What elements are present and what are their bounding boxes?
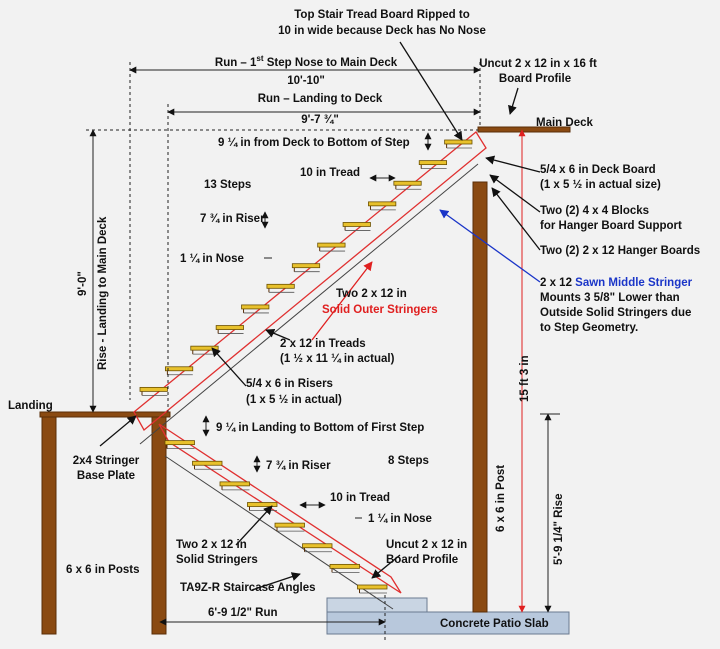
upper-tread: [444, 139, 473, 145]
label-outer-stringers-2: Solid Outer Stringers: [322, 304, 438, 316]
upper-tread: [291, 263, 321, 269]
label-blocks-1: Two (2) 4 x 4 Blocks: [540, 205, 650, 217]
label-middle-stringer-2: Mounts 3 5/8" Lower than: [540, 292, 680, 304]
label-run-bottom: 6'-9 1/2" Run: [208, 607, 278, 619]
upper-tread: [139, 386, 168, 392]
label-base-plate-1: 2x4 Stringer: [72, 455, 140, 467]
upper-tread: [317, 242, 346, 248]
lower-tread: [302, 543, 333, 549]
label-outer-stringers-1: Two 2 x 12 in: [336, 288, 407, 300]
upper-tread: [266, 283, 295, 289]
label-main-deck: Main Deck: [536, 117, 593, 129]
label-hanger-boards: Two (2) 2 x 12 Hanger Boards: [540, 245, 701, 257]
upper-tread: [393, 180, 422, 186]
label-treads-2: (1 ½ x 11 ¼ in actual): [280, 353, 395, 365]
label-staircase-angles: TA9Z-R Staircase Angles: [180, 582, 316, 594]
label-lower-rise: 5'-9 1/4" Rise: [553, 493, 565, 565]
landing-post-left: [41, 415, 57, 635]
label-uncut-bottom-2: Board Profile: [386, 554, 459, 566]
label-risers-1: 5/4 x 6 in Risers: [246, 378, 333, 390]
upper-stair-flight: [133, 131, 487, 445]
lower-tread: [164, 440, 195, 446]
label-uncut-top-2: Board Profile: [498, 73, 572, 85]
label-top-tread-1: Top Stair Tread Board Ripped to: [294, 9, 470, 21]
label-deck-board-2: (1 x 5 ½ in actual size): [540, 179, 661, 191]
label-run-landing-value: 9'-7 ¾": [301, 114, 339, 126]
label-nose-top: 1 ¼ in Nose: [180, 253, 244, 265]
label-riser-top: 7 ¾ in Riser: [200, 213, 265, 225]
label-eight-steps: 8 Steps: [388, 455, 429, 467]
label-deck-board-1: 5/4 x 6 in Deck Board: [540, 164, 656, 176]
lower-tread: [247, 502, 278, 507]
label-middle-stringer-1: 2 x 12 Sawn Middle Stringer: [540, 277, 693, 289]
label-run-nose: Run – 1st Step Nose to Main Deck: [214, 54, 398, 69]
label-run-landing: Run – Landing to Deck: [257, 93, 383, 105]
label-landing: Landing: [8, 400, 53, 412]
label-top-tread-2: 10 in wide because Deck has No Nose: [278, 25, 486, 37]
label-solid-stringers-2: Solid Stringers: [176, 554, 258, 566]
label-treads-1: 2 x 12 in Treads: [280, 338, 366, 350]
label-height-9ft: 9'-0": [77, 271, 89, 296]
label-base-plate-2: Base Plate: [76, 470, 136, 482]
upper-tread: [342, 222, 371, 227]
label-landing-to-step: 9 ¼ in Landing to Bottom of First Step: [216, 422, 425, 434]
label-post: 6 x 6 in Post: [495, 464, 507, 532]
label-thirteen-steps: 13 Steps: [204, 179, 252, 191]
landing-post-right: [151, 415, 167, 635]
upper-tread: [164, 366, 194, 372]
label-posts: 6 x 6 in Posts: [66, 564, 140, 576]
lower-tread: [274, 522, 305, 528]
lower-outer-stringer: [158, 423, 402, 594]
label-deck-to-step: 9 ¼ in from Deck to Bottom of Step: [218, 137, 410, 149]
label-concrete-slab: Concrete Patio Slab: [440, 618, 549, 630]
label-blocks-2: for Hanger Board Support: [540, 220, 682, 232]
label-nose-bottom: 1 ¼ in Nose: [368, 513, 432, 525]
label-total-height: 15 ft 3 in: [519, 355, 531, 402]
label-uncut-bottom-1: Uncut 2 x 12 in: [386, 539, 468, 551]
landing-board: [39, 411, 171, 418]
upper-tread: [418, 160, 448, 166]
label-ten-tread-top: 10 in Tread: [300, 167, 361, 179]
label-riser-bottom: 7 ¾ in Riser: [266, 460, 331, 472]
upper-lower-edge: [139, 163, 479, 445]
lower-tread: [329, 563, 360, 569]
label-solid-stringers-1: Two 2 x 12 in: [176, 539, 247, 551]
slab-step: [326, 597, 428, 613]
label-risers-2: (1 x 5 ½ in actual): [246, 394, 342, 406]
label-ten-tread-bottom: 10 in Tread: [330, 492, 391, 504]
upper-tread: [368, 201, 397, 207]
label-rise-main: Rise - Landing to Main Deck: [97, 216, 109, 370]
main-post: [472, 181, 488, 613]
lower-tread: [357, 584, 388, 590]
lower-stair-flight: [158, 423, 402, 610]
lower-tread: [192, 460, 223, 466]
label-middle-stringer-4: to Step Geometry.: [540, 322, 639, 334]
label-run-nose-value: 10'-10": [287, 75, 325, 87]
label-middle-stringer-3: Outside Solid Stringers due: [540, 307, 692, 319]
label-uncut-top-1: Uncut 2 x 12 in x 16 ft: [479, 58, 597, 70]
lower-tread: [219, 481, 250, 487]
upper-tread: [241, 304, 270, 310]
upper-tread: [215, 325, 244, 330]
lower-lower-edge: [164, 455, 394, 610]
